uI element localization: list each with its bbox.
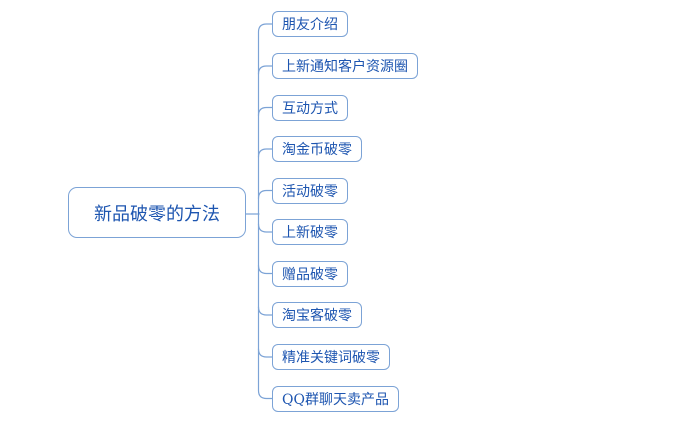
connector-branch bbox=[257, 189, 273, 200]
branch-node[interactable]: 朋友介绍 bbox=[272, 11, 348, 37]
branch-node[interactable]: 淘金币破零 bbox=[272, 136, 362, 162]
branch-node[interactable]: 淘宝客破零 bbox=[272, 302, 362, 328]
branch-node[interactable]: 上新通知客户资源圈 bbox=[272, 53, 418, 79]
branch-node[interactable]: 上新破零 bbox=[272, 219, 348, 245]
root-node[interactable]: 新品破零的方法 bbox=[68, 187, 246, 238]
connector-spine bbox=[257, 23, 273, 400]
branch-node[interactable]: 互动方式 bbox=[272, 94, 348, 121]
connector-branch bbox=[257, 306, 273, 316]
branch-node[interactable]: 精准关键词破零 bbox=[272, 344, 390, 370]
branch-node[interactable]: 活动破零 bbox=[272, 177, 348, 204]
connector-branch bbox=[257, 264, 273, 275]
connector-branch bbox=[257, 106, 273, 117]
branch-node[interactable]: QQ群聊天卖产品 bbox=[272, 385, 399, 412]
connector-branch bbox=[257, 223, 273, 233]
connector-branch bbox=[257, 65, 273, 75]
branch-node[interactable]: 赠品破零 bbox=[272, 260, 348, 287]
connector-branch bbox=[257, 148, 273, 158]
connector-branch bbox=[257, 348, 273, 358]
